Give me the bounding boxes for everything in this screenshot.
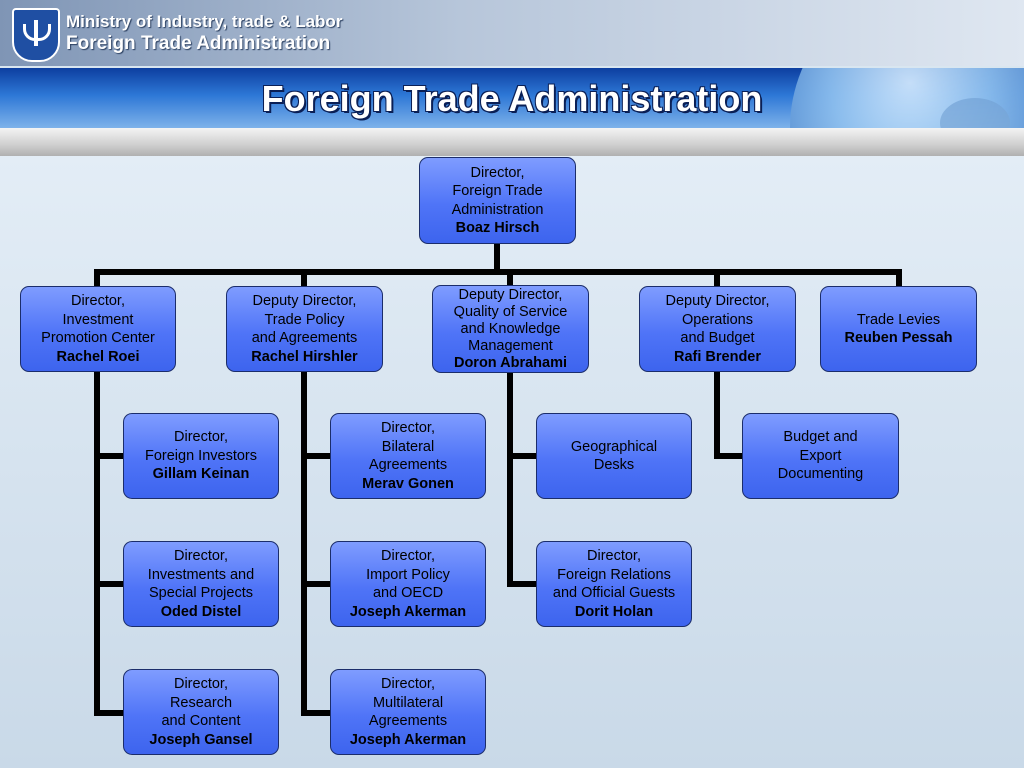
- org-box-budget-export[interactable]: Budget and Export Documenting: [742, 413, 899, 499]
- connector-drop-trade-policy: [301, 269, 307, 287]
- connector-branch-multilateral: [301, 710, 331, 716]
- box-title: Director, Investment Promotion Center: [41, 293, 155, 346]
- connector-root-down: [494, 243, 500, 273]
- org-box-geographical-desks[interactable]: Geographical Desks: [536, 413, 692, 499]
- box-person-name: Boaz Hirsch: [455, 220, 540, 236]
- globe-icon: [790, 68, 1024, 128]
- connector-drop-operations: [714, 269, 720, 287]
- box-title: Deputy Director, Quality of Service and …: [453, 286, 568, 354]
- org-box-research-content[interactable]: Director, Research and Content Joseph Ga…: [123, 669, 279, 755]
- connector-branch-geo-desks: [507, 453, 537, 459]
- ministry-name: Ministry of Industry, trade & Labor: [66, 12, 343, 31]
- department-name: Foreign Trade Administration: [66, 33, 331, 54]
- box-person-name: Oded Distel: [160, 603, 242, 620]
- org-box-director-fta[interactable]: Director, Foreign Trade Administration B…: [419, 157, 576, 244]
- connector-branch-import-policy: [301, 581, 331, 587]
- connector-branch-foreign-investors: [94, 453, 124, 459]
- box-person-name: Rachel Hirshler: [251, 348, 358, 365]
- org-box-foreign-investors[interactable]: Director, Foreign Investors Gillam Keina…: [123, 413, 279, 499]
- org-box-bilateral-agreements[interactable]: Director, Bilateral Agreements Merav Gon…: [330, 413, 486, 499]
- box-title: Director, Foreign Trade Administration: [451, 164, 544, 218]
- org-box-special-projects[interactable]: Director, Investments and Special Projec…: [123, 541, 279, 627]
- divider-band: [0, 128, 1024, 156]
- box-person-name: Reuben Pessah: [844, 330, 953, 346]
- connector-trunk-quality: [507, 370, 513, 587]
- page-title: Foreign Trade Administration: [261, 78, 763, 119]
- box-title: Director, Import Policy and OECD: [366, 548, 450, 601]
- org-box-quality-knowledge[interactable]: Deputy Director, Quality of Service and …: [432, 285, 589, 373]
- box-title: Deputy Director, Operations and Budget: [665, 293, 770, 346]
- box-title: Budget and Export Documenting: [777, 429, 864, 483]
- box-title: Director, Research and Content: [161, 676, 241, 729]
- box-title: Director, Foreign Relations and Official…: [552, 548, 676, 601]
- org-box-import-policy[interactable]: Director, Import Policy and OECD Joseph …: [330, 541, 486, 627]
- title-band: [0, 68, 1024, 128]
- box-title: Director, Foreign Investors: [144, 429, 258, 464]
- box-title: Director, Investments and Special Projec…: [147, 548, 255, 601]
- box-title: Trade Levies: [856, 311, 941, 328]
- org-box-operations-budget[interactable]: Deputy Director, Operations and Budget R…: [639, 286, 796, 372]
- box-person-name: Joseph Akerman: [349, 731, 467, 748]
- connector-branch-foreign-relations: [507, 581, 537, 587]
- connector-trunk-investment: [94, 370, 100, 716]
- connector-top-horizontal: [94, 269, 902, 275]
- connector-branch-bilateral: [301, 453, 331, 459]
- org-box-trade-levies[interactable]: Trade Levies Reuben Pessah: [820, 286, 977, 372]
- connector-trunk-trade-policy: [301, 370, 307, 716]
- box-person-name: Joseph Gansel: [149, 731, 253, 748]
- org-box-investment-promotion[interactable]: Director, Investment Promotion Center Ra…: [20, 286, 176, 372]
- box-title: Director, Multilateral Agreements: [368, 676, 448, 729]
- connector-drop-levies: [896, 269, 902, 287]
- box-person-name: Gillam Keinan: [152, 466, 250, 483]
- box-person-name: Doron Abrahami: [453, 354, 568, 371]
- connector-trunk-operations: [714, 370, 720, 459]
- box-title: Geographical Desks: [570, 438, 658, 474]
- box-title: Deputy Director, Trade Policy and Agreem…: [251, 293, 358, 346]
- box-person-name: Joseph Akerman: [349, 603, 467, 620]
- box-person-name: Merav Gonen: [362, 475, 454, 492]
- state-emblem-icon: [12, 8, 60, 62]
- connector-branch-special-projects: [94, 581, 124, 587]
- org-box-trade-policy[interactable]: Deputy Director, Trade Policy and Agreem…: [226, 286, 383, 372]
- connector-branch-budget-export: [714, 453, 744, 459]
- header-bar: Ministry of Industry, trade & Labor Fore…: [0, 0, 1024, 66]
- connector-drop-investment: [94, 269, 100, 287]
- connector-drop-quality: [507, 269, 513, 287]
- box-title: Director, Bilateral Agreements: [368, 420, 448, 473]
- box-person-name: Dorit Holan: [574, 603, 654, 620]
- box-person-name: Rafi Brender: [673, 348, 762, 365]
- org-box-multilateral-agreements[interactable]: Director, Multilateral Agreements Joseph…: [330, 669, 486, 755]
- connector-branch-research: [94, 710, 124, 716]
- org-box-foreign-relations[interactable]: Director, Foreign Relations and Official…: [536, 541, 692, 627]
- box-person-name: Rachel Roei: [56, 348, 140, 365]
